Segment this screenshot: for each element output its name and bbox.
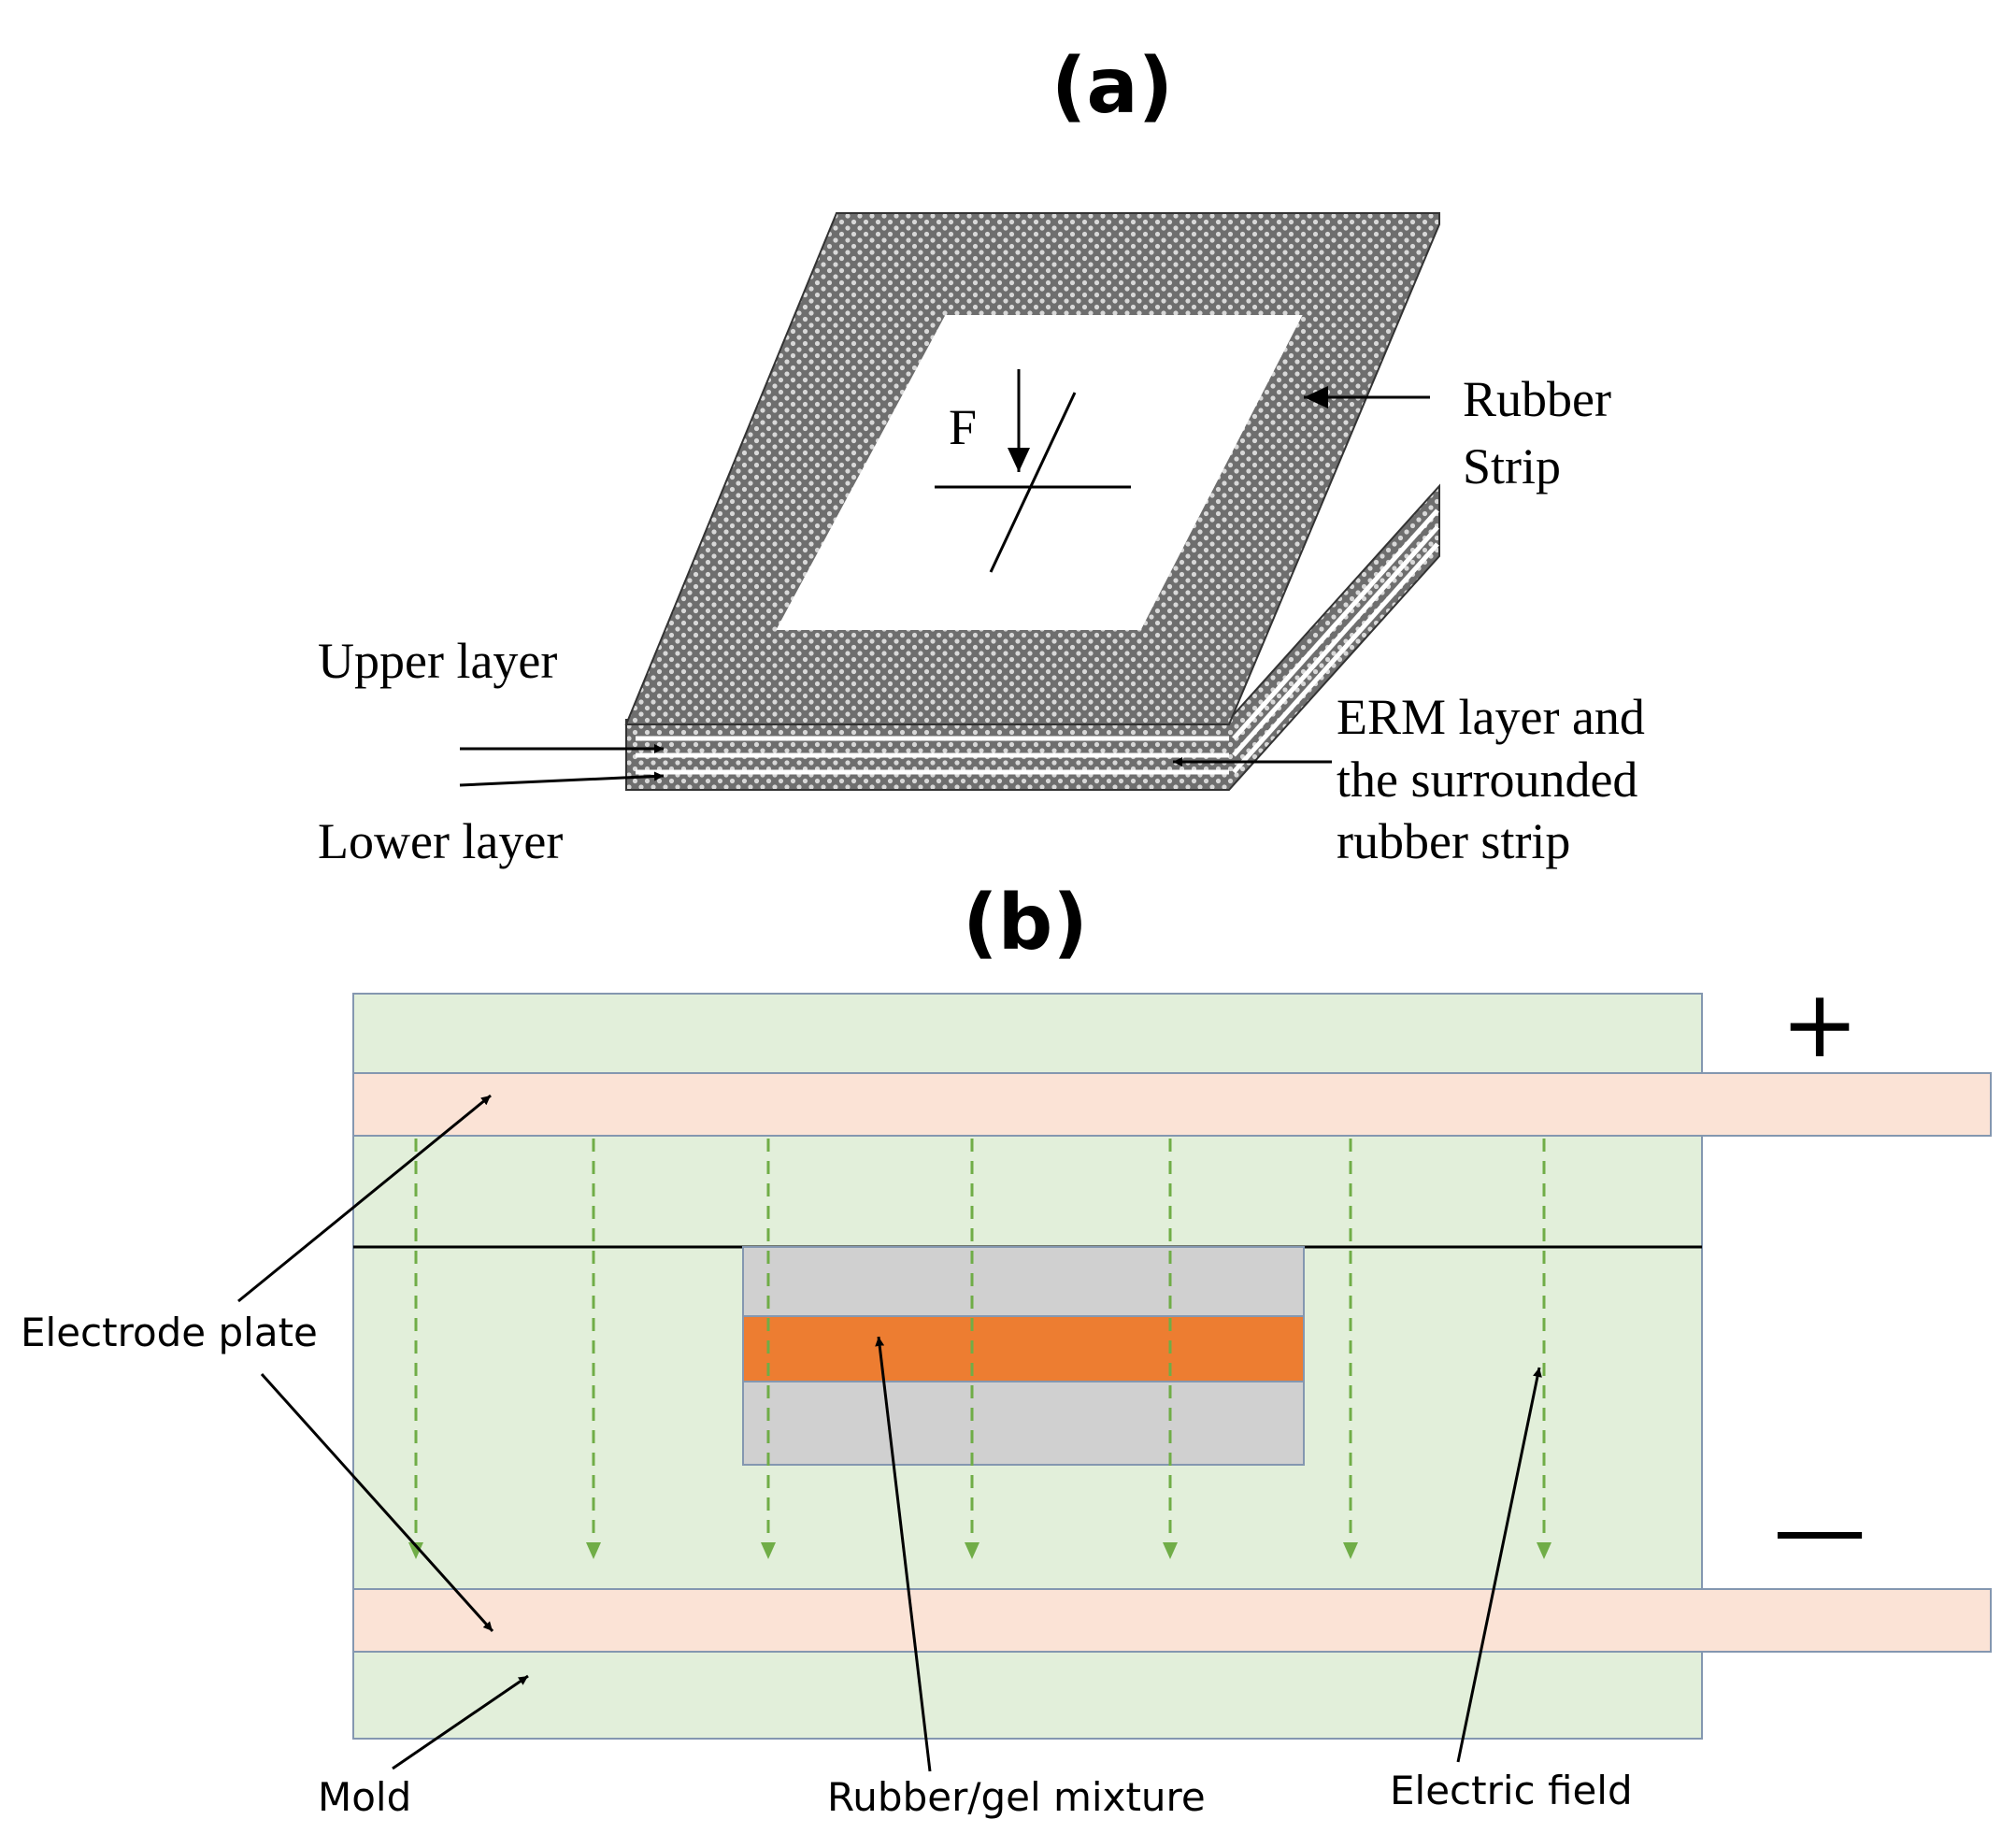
panel-b-label: (b)	[963, 879, 1088, 967]
plus-sign: +	[1780, 969, 1859, 1079]
rubber-strip-label-line1: Rubber	[1463, 371, 1611, 427]
lower-layer-arrow	[459, 771, 665, 787]
minus-sign: —	[1773, 1474, 1866, 1583]
rubber-gel-mixture	[742, 1315, 1305, 1382]
lower-layer-label: Lower layer	[318, 813, 563, 869]
panel-a-label: (a)	[1051, 42, 1173, 131]
erm-layer-label-line2: the surrounded	[1337, 752, 1637, 808]
upper-electrode-plate	[352, 1072, 1992, 1137]
window-opening	[776, 315, 1303, 630]
electric-field-label: Electric field	[1390, 1768, 1633, 1813]
mold-arrow	[392, 1674, 529, 1770]
layer-separators	[636, 509, 1439, 775]
electrode-plate-arrow-lower	[260, 1372, 494, 1633]
electric-field-arrow	[1456, 1367, 1542, 1763]
electric-field-lines	[414, 1139, 1546, 1556]
layered-structure: F	[624, 212, 1440, 791]
electrode-plate-arrow-upper	[237, 1094, 492, 1303]
mold-label: Mold	[318, 1774, 411, 1820]
rubber-strip-label-line2: Strip	[1463, 438, 1561, 494]
erm-layer-label-line3: rubber strip	[1337, 813, 1570, 869]
erm-layer-label-line1: ERM layer and	[1337, 689, 1645, 745]
electrode-plate-label: Electrode plate	[21, 1310, 318, 1355]
cross-diagonal	[989, 392, 1077, 573]
mixture-arrow	[875, 1336, 932, 1772]
field-arrowheads	[408, 1542, 1551, 1559]
upper-layer-label: Upper layer	[318, 633, 557, 689]
force-label: F	[949, 399, 977, 455]
mold-assembly	[352, 993, 1992, 1740]
mixture-label: Rubber/gel mixture	[827, 1774, 1206, 1820]
lower-electrode-plate	[352, 1588, 1992, 1653]
